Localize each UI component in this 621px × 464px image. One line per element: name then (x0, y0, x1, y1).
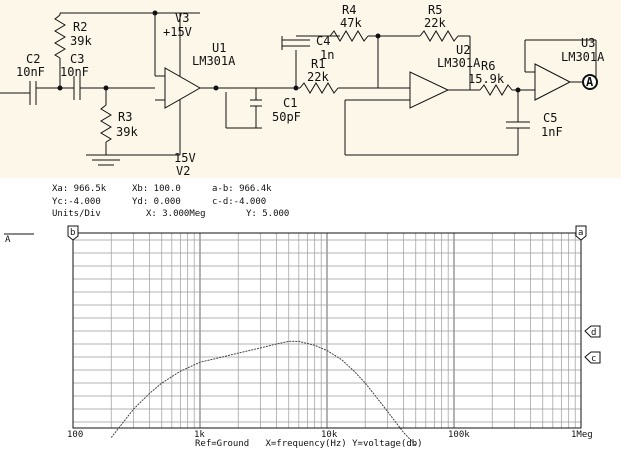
x-tick-label: 1k (194, 430, 205, 440)
r2-ref: R2 (73, 20, 87, 34)
bode-plot: A 100 1k 10k 100k 1Meg b a d c Ref=Ground X=… (4, 225, 601, 449)
u1-ref: U1 (212, 41, 226, 55)
cursor-readout: Xa: 966.5k Xb: 100.0 a-b: 966.4k Yc:-4.0… (52, 183, 289, 221)
r5-ref: R5 (428, 3, 442, 17)
cursor-d-marker[interactable]: d (584, 325, 601, 338)
c4-value: 1n (320, 48, 334, 62)
xa-value: Xa: 966.5k (52, 184, 107, 194)
readout-row-x: Xa: 966.5k Xb: 100.0 a-b: 966.4k (52, 183, 289, 196)
u3-ref: U3 (581, 36, 595, 50)
u3-value: LM301A (561, 50, 605, 64)
v2-value: 15V (174, 151, 196, 165)
v2-ref: V2 (176, 164, 190, 178)
x-tick-label: 100k (448, 430, 470, 440)
r6-ref: R6 (481, 59, 495, 73)
cd-value: c-d:-4.000 (212, 196, 267, 207)
v3-value: +15V (163, 25, 192, 39)
readout-row-units: Units/Div X: 3.000Meg Y: 5.000 (52, 208, 289, 221)
c5-ref: C5 (543, 111, 557, 125)
u2-ref: U2 (456, 43, 470, 57)
x-tick-label: 100 (67, 430, 83, 440)
c5-value: 1nF (541, 125, 563, 139)
u1-value: LM301A (192, 54, 236, 68)
x-tick-labels: 100 1k 10k 100k 1Meg (67, 430, 593, 440)
r3-value: 39k (116, 125, 138, 139)
units-label: Units/Div (52, 209, 101, 219)
cursor-b-marker[interactable]: b (67, 225, 79, 241)
cursor-c-label: c (591, 354, 596, 364)
r1-ref: R1 (311, 57, 325, 71)
r1-value: 22k (307, 70, 329, 84)
c2-ref: C2 (26, 52, 40, 66)
ab-value: a-b: 966.4k (212, 184, 272, 194)
r5-value: 22k (424, 16, 446, 30)
xb-value: Xb: 100.0 (132, 184, 181, 194)
cursor-c-marker[interactable]: c (584, 351, 601, 364)
probe-a-marker[interactable] (582, 74, 598, 90)
r4-ref: R4 (342, 3, 356, 17)
circuit-schematic: A C2 10nF R2 39k C3 10nF R3 39k V3 +15V … (0, 0, 621, 178)
c3-value: 10nF (60, 65, 89, 79)
c1-ref: C1 (283, 96, 297, 110)
y-div-value: Y: 5.000 (246, 209, 290, 219)
c1-value: 50pF (272, 110, 301, 124)
probe-a-label: A (586, 75, 594, 89)
yd-value: Yd: 0.000 (132, 196, 181, 207)
readout-row-y: Yc:-4.000 Yd: 0.000 c-d:-4.000 (52, 196, 289, 209)
response-trace (110, 340, 417, 446)
u2-value: LM301A (437, 56, 481, 70)
v3-ref: V3 (175, 11, 189, 25)
c4-ref: C4 (316, 34, 330, 48)
c2-value: 10nF (16, 65, 45, 79)
yc-value: Yc:-4.000 (52, 196, 101, 207)
x-div-value: X: 3.000Meg (146, 209, 206, 219)
plot-frame (72, 232, 582, 429)
r2-value: 39k (70, 34, 92, 48)
c3-ref: C3 (70, 52, 84, 66)
r3-ref: R3 (118, 110, 132, 124)
r6-value: 15.9k (468, 72, 505, 86)
plot-grid (72, 233, 581, 428)
cursor-d-label: d (591, 328, 596, 338)
trace-label: A (5, 235, 11, 245)
cursor-b-label: b (70, 228, 75, 238)
x-tick-label: 1Meg (571, 430, 593, 440)
plot-footer: Ref=Ground X=frequency(Hz) Y=voltage(db) (195, 439, 423, 449)
x-tick-label: 10k (321, 430, 338, 440)
cursor-a-label: a (578, 228, 583, 238)
r4-value: 47k (340, 16, 362, 30)
cursor-a-marker[interactable]: a (575, 225, 587, 241)
